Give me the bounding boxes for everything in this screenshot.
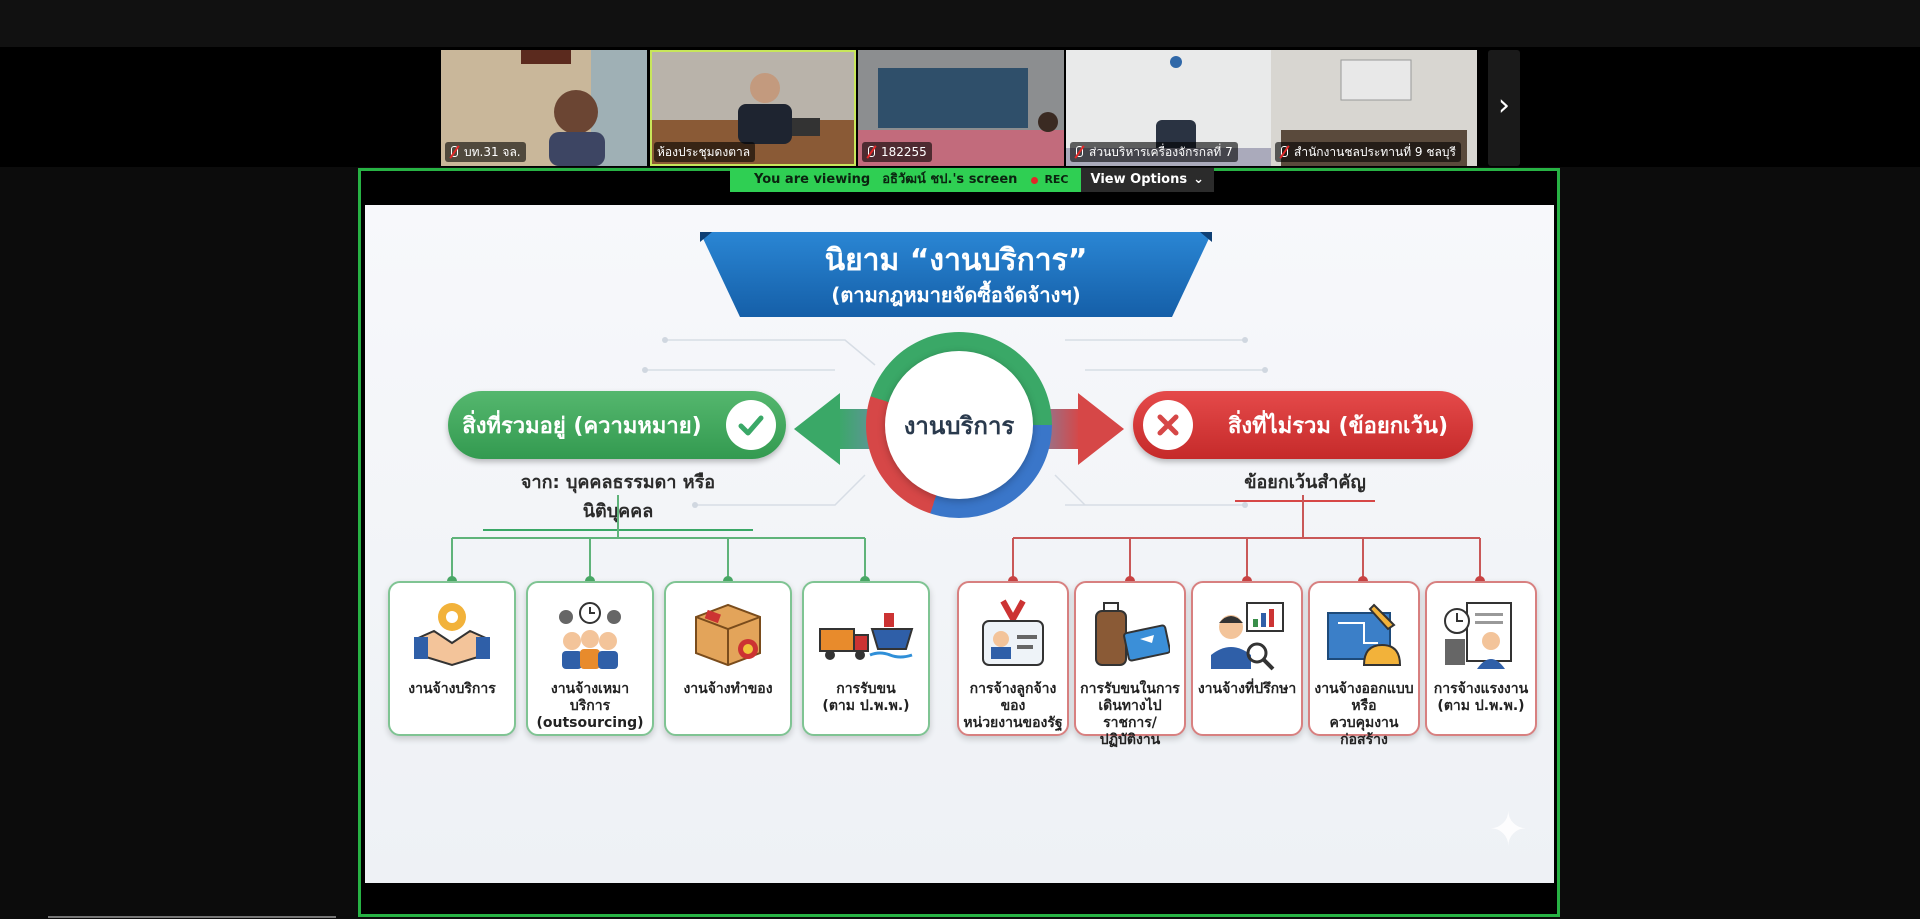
included-card: งานจ้างบริการ [388,581,516,736]
mic-muted-icon [448,145,460,159]
included-card: งานจ้างเหมาบริการ(outsourcing) [526,581,654,736]
included-card: งานจ้างทำของ [664,581,792,736]
blueprint-helmet-icon [1324,599,1404,671]
bottom-divider [48,916,336,918]
card-label: งานจ้างทำของ [670,681,786,698]
participant-name: ห้องประชุมดงตาล [654,142,755,162]
participant-name: สำนักงานชลประทานที่ 9 ชลบุรี [1275,142,1461,162]
card-label: การจ้างลูกจ้างของหน่วยงานของรัฐ [963,681,1063,732]
mic-muted-icon [1073,145,1085,159]
record-dot-icon [1031,177,1038,184]
consultant-icon [1207,599,1287,671]
card-label: การจ้างแรงงาน(ตาม ป.พ.พ.) [1431,681,1531,715]
labor-document-icon [1441,599,1521,671]
excluded-card: การรับขนในการเดินทางไปราชการ/ปฏิบัติงาน [1074,581,1186,736]
next-participants-button[interactable]: › [1488,50,1520,166]
excluded-card: การจ้างลูกจ้างของหน่วยงานของรัฐ [957,581,1069,736]
meeting-top-bar [0,0,1920,47]
presentation-slide: นิยาม “งานบริการ” (ตามกฎหมายจัดซื้อจัดจ้… [365,205,1554,883]
handshake-gear-icon [412,599,492,671]
excluded-card: การจ้างแรงงาน(ตาม ป.พ.พ.) [1425,581,1537,736]
view-options-button[interactable]: View Options ⌄ [1081,168,1215,192]
excluded-card: งานจ้างออกแบบหรือควบคุมงานก่อสร้าง [1308,581,1420,736]
workers-tools-icon [550,599,630,671]
card-label: การรับขน(ตาม ป.พ.พ.) [808,681,924,715]
card-label: งานจ้างเหมาบริการ(outsourcing) [532,681,648,732]
participant-tile[interactable]: บท.31 จล. [441,50,647,166]
participant-tile[interactable]: 182255 [858,50,1064,166]
tree-connectors [365,205,1554,883]
participant-tile[interactable]: สำนักงานชลประทานที่ 9 ชลบุรี [1271,50,1477,166]
participant-tile[interactable]: ห้องประชุมดงตาล [650,50,856,166]
participant-name: 182255 [862,142,932,162]
card-label: การรับขนในการเดินทางไปราชการ/ปฏิบัติงาน [1080,681,1180,749]
included-card: การรับขน(ตาม ป.พ.พ.) [802,581,930,736]
id-badge-icon [977,599,1049,671]
sparkle-icon: ✦ [1489,802,1528,856]
chevron-down-icon: ⌄ [1193,168,1204,192]
participant-tile[interactable]: ส่วนบริหารเครื่องจักรกลที่ 7 [1066,50,1272,166]
luggage-ticket-icon [1090,599,1170,671]
truck-ship-icon [818,599,914,671]
box-award-icon [688,599,768,671]
card-label: งานจ้างบริการ [394,681,510,698]
chevron-right-icon: › [1498,88,1510,123]
mic-muted-icon [1278,145,1290,159]
card-label: งานจ้างออกแบบหรือควบคุมงานก่อสร้าง [1314,681,1414,749]
viewing-label: You are viewing อธิวัฒน์ ชป.'s screen RE… [730,168,1081,192]
participant-name: ส่วนบริหารเครื่องจักรกลที่ 7 [1070,142,1238,162]
card-label: งานจ้างที่ปรึกษา [1197,681,1297,698]
excluded-card: งานจ้างที่ปรึกษา [1191,581,1303,736]
share-status-bar: You are viewing อธิวัฒน์ ชป.'s screen RE… [730,168,1214,192]
mic-muted-icon [865,145,877,159]
participant-name: บท.31 จล. [445,142,526,162]
